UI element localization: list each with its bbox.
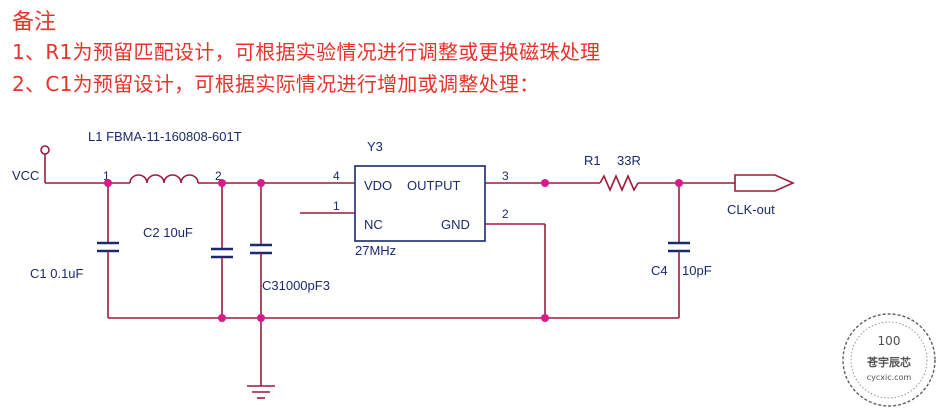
y3-ref: Y3 (367, 139, 383, 154)
watermark-percent: 100 (878, 334, 901, 348)
y3-pin4: 4 (333, 169, 340, 183)
y3-pin1: 1 (333, 199, 340, 213)
l1-pin2: 2 (215, 169, 222, 183)
resistor-r1: R1 33R (584, 153, 641, 193)
y3-gnd: GND (441, 217, 470, 232)
watermark-stamp: 100 苍宇辰芯 cycxic.com (842, 313, 936, 407)
c1-label: C1 0.1uF (30, 266, 84, 281)
note-line-2: 2、C1为预留设计，可根据实际情况进行增加或调整处理： (12, 72, 540, 96)
inductor-label: L1 FBMA-11-160808-601T (88, 129, 242, 144)
capacitor-c1: C1 0.1uF (30, 183, 119, 318)
c2-label: C2 10uF (143, 225, 193, 240)
watermark-site: cycxic.com (867, 373, 912, 382)
notes-title: 备注 (12, 10, 57, 35)
r1-value: 33R (617, 153, 641, 168)
vcc-label: VCC (12, 168, 39, 183)
capacitor-c4: C4 10pF (651, 183, 712, 318)
c4-label: C4 (651, 263, 668, 278)
watermark-brand: 苍宇辰芯 (866, 355, 911, 369)
r1-label: R1 (584, 153, 601, 168)
ground-symbol (247, 318, 275, 399)
capacitor-c3: C31000pF3 (250, 183, 330, 318)
capacitor-c2: C2 10uF (143, 183, 233, 318)
l1-pin1: 1 (103, 169, 110, 183)
vcc-port: VCC (12, 145, 50, 183)
note-line-1: 1、R1为预留匹配设计，可根据实验情况进行调整或更换磁珠处理 (12, 40, 601, 64)
y3-vdo: VDO (364, 178, 392, 193)
y3-nc: NC (364, 217, 383, 232)
y3-freq: 27MHz (355, 243, 396, 258)
clk-out-port: CLK-out (727, 174, 795, 217)
inductor-l1: L1 FBMA-11-160808-601T 1 2 (88, 129, 242, 184)
oscillator-y3: Y3 4 1 3 2 VDO OUTPUT NC GND 27MHz (300, 139, 545, 258)
c4-value: 10pF (682, 263, 712, 278)
clk-out-label: CLK-out (727, 202, 775, 217)
y3-output: OUTPUT (407, 178, 461, 193)
junction-dots (104, 179, 683, 322)
y3-pin3: 3 (502, 169, 509, 183)
y3-pin2: 2 (502, 207, 509, 221)
c3-label: C31000pF3 (262, 278, 330, 293)
